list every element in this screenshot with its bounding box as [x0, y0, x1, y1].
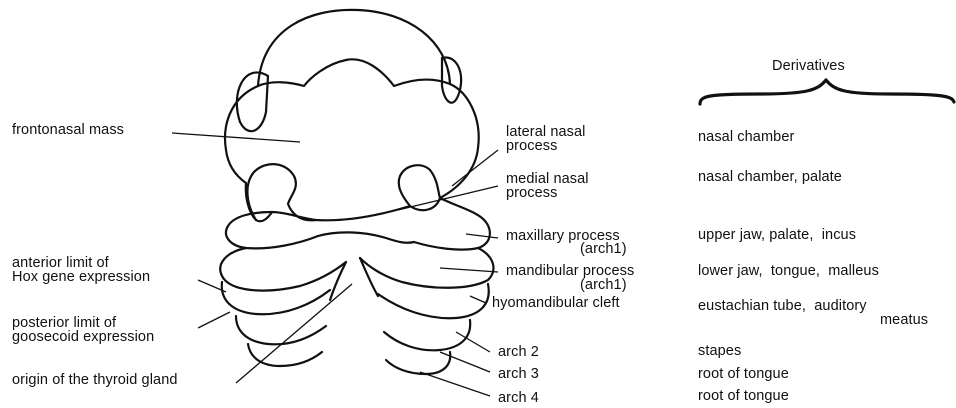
leader-arch3 — [440, 352, 490, 372]
label-thyroid-origin: origin of the thyroid gland — [12, 373, 178, 388]
label-hyomandibular-cleft: hyomandibular cleft — [492, 296, 620, 311]
stomodeum-line — [318, 232, 414, 242]
left-side-bump — [237, 72, 268, 131]
right-arch-3 — [384, 320, 470, 350]
leader-lateral-nasal — [452, 150, 498, 186]
derivative-hyomandibular: eustachian tube, auditory — [698, 299, 867, 314]
label-hox-expression: Hox gene expression — [12, 270, 150, 285]
derivative-hyomandibular-meatus: meatus — [880, 313, 928, 328]
derivative-lateral-nasal: nasal chamber — [698, 130, 794, 145]
right-arch-2 — [378, 284, 489, 318]
leader-hyomandibular — [470, 296, 486, 303]
leader-arch4 — [420, 372, 490, 396]
leader-mandibular — [440, 268, 498, 272]
leader-frontonasal — [172, 133, 300, 142]
label-medial-nasal-process: process — [506, 186, 557, 201]
label-arch-2: arch 2 — [498, 345, 539, 360]
right-mandibular — [360, 248, 493, 288]
leader-goosecoid — [198, 312, 230, 328]
leader-thyroid — [236, 284, 352, 383]
leader-medial-nasal — [398, 186, 498, 210]
derivative-arch-3: root of tongue — [698, 367, 789, 382]
derivative-arch-4: root of tongue — [698, 389, 789, 404]
right-nasal-pit — [399, 165, 440, 206]
derivatives-brace — [700, 80, 954, 104]
label-goosecoid-expression: goosecoid expression — [12, 330, 154, 345]
right-side-bump — [442, 58, 461, 103]
left-arch-3 — [236, 316, 326, 344]
label-arch-4: arch 4 — [498, 391, 539, 406]
leader-maxillary — [466, 234, 498, 238]
derivative-mandibular: lower jaw, tongue, malleus — [698, 264, 879, 279]
derivative-maxillary: upper jaw, palate, incus — [698, 228, 856, 243]
midline-right — [360, 258, 378, 296]
right-maxillary — [414, 198, 490, 250]
head-dome — [258, 10, 450, 86]
derivative-arch-2: stapes — [698, 344, 741, 359]
label-mandibular-arch: (arch1) — [580, 278, 627, 293]
label-maxillary-arch: (arch1) — [580, 242, 627, 257]
right-arch-4 — [386, 352, 450, 374]
derivatives-heading: Derivatives — [772, 59, 845, 74]
label-frontonasal-mass: frontonasal mass — [12, 123, 124, 138]
label-lateral-nasal-process: process — [506, 139, 557, 154]
left-mandibular — [220, 248, 346, 291]
derivative-medial-nasal: nasal chamber, palate — [698, 170, 842, 185]
label-arch-3: arch 3 — [498, 367, 539, 382]
